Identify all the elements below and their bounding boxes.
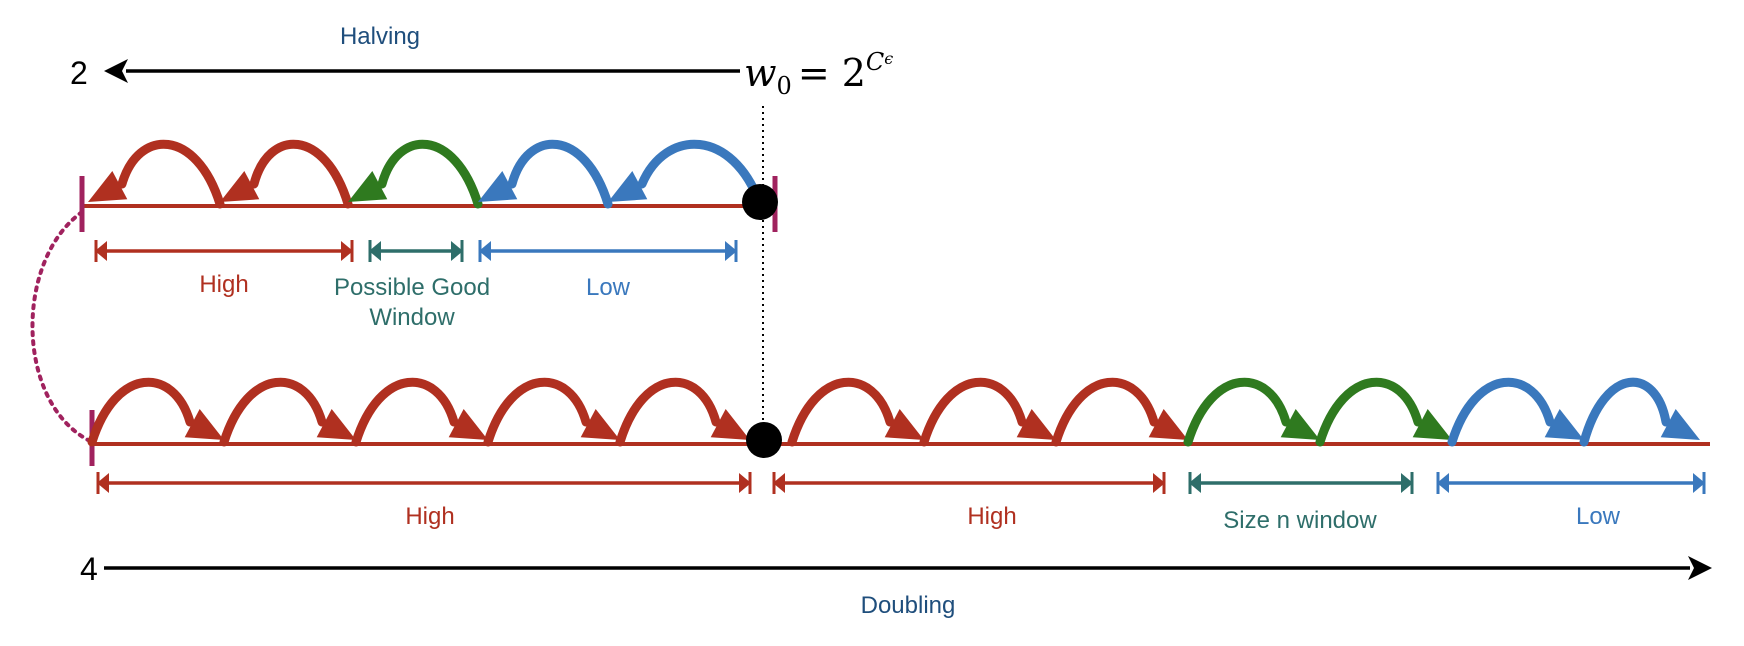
- bottom-hop-arc-6-arrowhead: [884, 409, 924, 440]
- top-segment-label-good-1: Possible Good: [334, 274, 490, 301]
- bottom-hop-arc-9-arrowhead: [1280, 409, 1320, 440]
- bottom-hop-arc-1-curve: [87, 377, 195, 447]
- top-segment-label-good-2: Window: [369, 304, 455, 331]
- bottom-range-window: [1188, 472, 1414, 494]
- top-hop-arc-4-curve: [507, 139, 613, 209]
- top-hop-arc-1-arrowhead: [88, 171, 128, 202]
- top-hop-arc-2-arrowhead: [220, 171, 260, 202]
- w0-point-top: [742, 184, 778, 220]
- bottom-hop-arc-3-curve: [351, 377, 459, 447]
- bottom-range-low: [1436, 472, 1706, 494]
- bottom-hop-arc-10-arrowhead: [1412, 409, 1452, 440]
- bottom-hop-arc-7-arrowhead: [1016, 409, 1056, 440]
- w0-formula: w0= 2Cϵ: [744, 48, 893, 100]
- bottom-hop-arc-6-curve: [787, 377, 895, 447]
- top-range-good-window: [368, 240, 464, 262]
- bottom-segment-label-window: Size n window: [1223, 507, 1377, 534]
- bottom-range-high-1: [96, 472, 752, 494]
- bottom-hop-arc-11-arrowhead: [1544, 409, 1584, 440]
- bottom-range-high-2: [772, 472, 1166, 494]
- bottom-segment-label-low: Low: [1576, 503, 1621, 530]
- bottom-hop-arc-9-curve: [1183, 377, 1291, 447]
- doubling-label: Doubling: [861, 592, 956, 619]
- bottom-segment-label-high-2: High: [967, 503, 1016, 530]
- top-hop-arc-2-curve: [249, 139, 353, 209]
- bottom-hop-arc-2-arrowhead: [316, 409, 356, 440]
- top-axis-start-label: 2: [70, 55, 88, 91]
- top-hop-arc-3-curve: [377, 139, 483, 209]
- bottom-hop-arc-5-curve: [615, 377, 721, 447]
- halving-arrow: [104, 59, 740, 83]
- top-segment-label-low: Low: [586, 274, 631, 301]
- top-arcs: [88, 139, 765, 209]
- bottom-hop-arc-3-arrowhead: [448, 409, 488, 440]
- halving-label: Halving: [340, 23, 420, 50]
- top-hop-arc-4-arrowhead: [478, 171, 518, 202]
- top-hop-arc-5-curve: [637, 139, 765, 209]
- top-range-high: [94, 240, 354, 262]
- row-connector: [30, 210, 90, 442]
- bottom-axis-start-label: 4: [80, 551, 98, 587]
- bottom-hop-arc-8-arrowhead: [1148, 409, 1188, 440]
- bottom-hop-arc-11-curve: [1447, 377, 1555, 447]
- bottom-hop-arc-4-arrowhead: [580, 409, 620, 440]
- bottom-hop-arc-2-curve: [219, 377, 327, 447]
- bottom-hop-arc-12-curve: [1579, 377, 1671, 447]
- bottom-hop-arc-5-arrowhead: [710, 409, 750, 440]
- top-hop-arc-5-arrowhead: [608, 171, 648, 202]
- top-hop-arc-3-arrowhead: [348, 171, 388, 202]
- bottom-hop-arc-1-arrowhead: [184, 409, 224, 440]
- doubling-arrow: [104, 556, 1712, 580]
- w0-point-bottom: [746, 422, 782, 458]
- bottom-hop-arc-7-curve: [919, 377, 1027, 447]
- bottom-arcs: [87, 377, 1700, 447]
- top-range-low: [478, 240, 738, 262]
- top-segment-label-high: High: [199, 271, 248, 298]
- bottom-hop-arc-12-arrowhead: [1660, 409, 1700, 440]
- bottom-hop-arc-4-curve: [483, 377, 591, 447]
- top-hop-arc-1-curve: [117, 139, 225, 209]
- bottom-hop-arc-10-curve: [1315, 377, 1423, 447]
- bottom-hop-arc-8-curve: [1051, 377, 1159, 447]
- bottom-segment-label-high-1: High: [405, 503, 454, 530]
